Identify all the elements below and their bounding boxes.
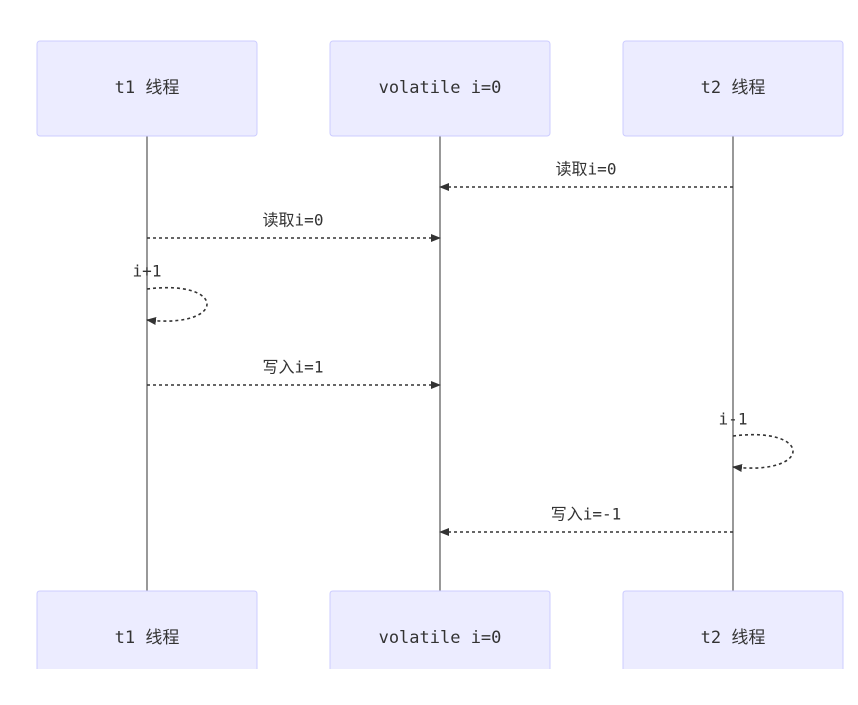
message-t1-read: 读取i=0	[147, 211, 441, 242]
actor-box	[36, 40, 258, 137]
actor-t2-top: t2 线程	[622, 40, 844, 137]
actor-box	[329, 590, 551, 669]
actor-label: volatile i=0	[379, 78, 502, 98]
self-loop-arrow	[732, 433, 794, 472]
actor-label: t1 线程	[115, 628, 180, 648]
actor-box	[36, 590, 258, 669]
actor-label: volatile i=0	[379, 628, 502, 648]
actor-label: t1 线程	[115, 78, 180, 98]
self-loop-arrow	[146, 286, 208, 325]
actor-box	[329, 40, 551, 137]
actor-label: t2 线程	[701, 628, 766, 648]
actor-volatile-top: volatile i=0	[329, 40, 551, 137]
message-label: 写入i=-1	[551, 505, 622, 524]
actor-t1-top: t1 线程	[36, 40, 258, 137]
self-message-t2-decrement: i-1	[719, 410, 794, 472]
actor-label: t2 线程	[701, 78, 766, 98]
actor-box	[622, 590, 844, 669]
message-t2-read: 读取i=0	[439, 160, 733, 191]
message-label: 写入i=1	[263, 358, 324, 377]
actor-t2-bottom: t2 线程	[622, 590, 844, 669]
message-t1-write: 写入i=1	[147, 358, 441, 389]
message-label: i+1	[133, 262, 162, 281]
actor-box	[622, 40, 844, 137]
message-label: i-1	[719, 410, 748, 429]
actor-volatile-bottom: volatile i=0	[329, 590, 551, 669]
message-label: 读取i=0	[556, 160, 617, 179]
self-message-t1-increment: i+1	[133, 262, 208, 325]
actor-t1-bottom: t1 线程	[36, 590, 258, 669]
message-t2-write: 写入i=-1	[439, 505, 733, 536]
message-label: 读取i=0	[263, 211, 324, 230]
